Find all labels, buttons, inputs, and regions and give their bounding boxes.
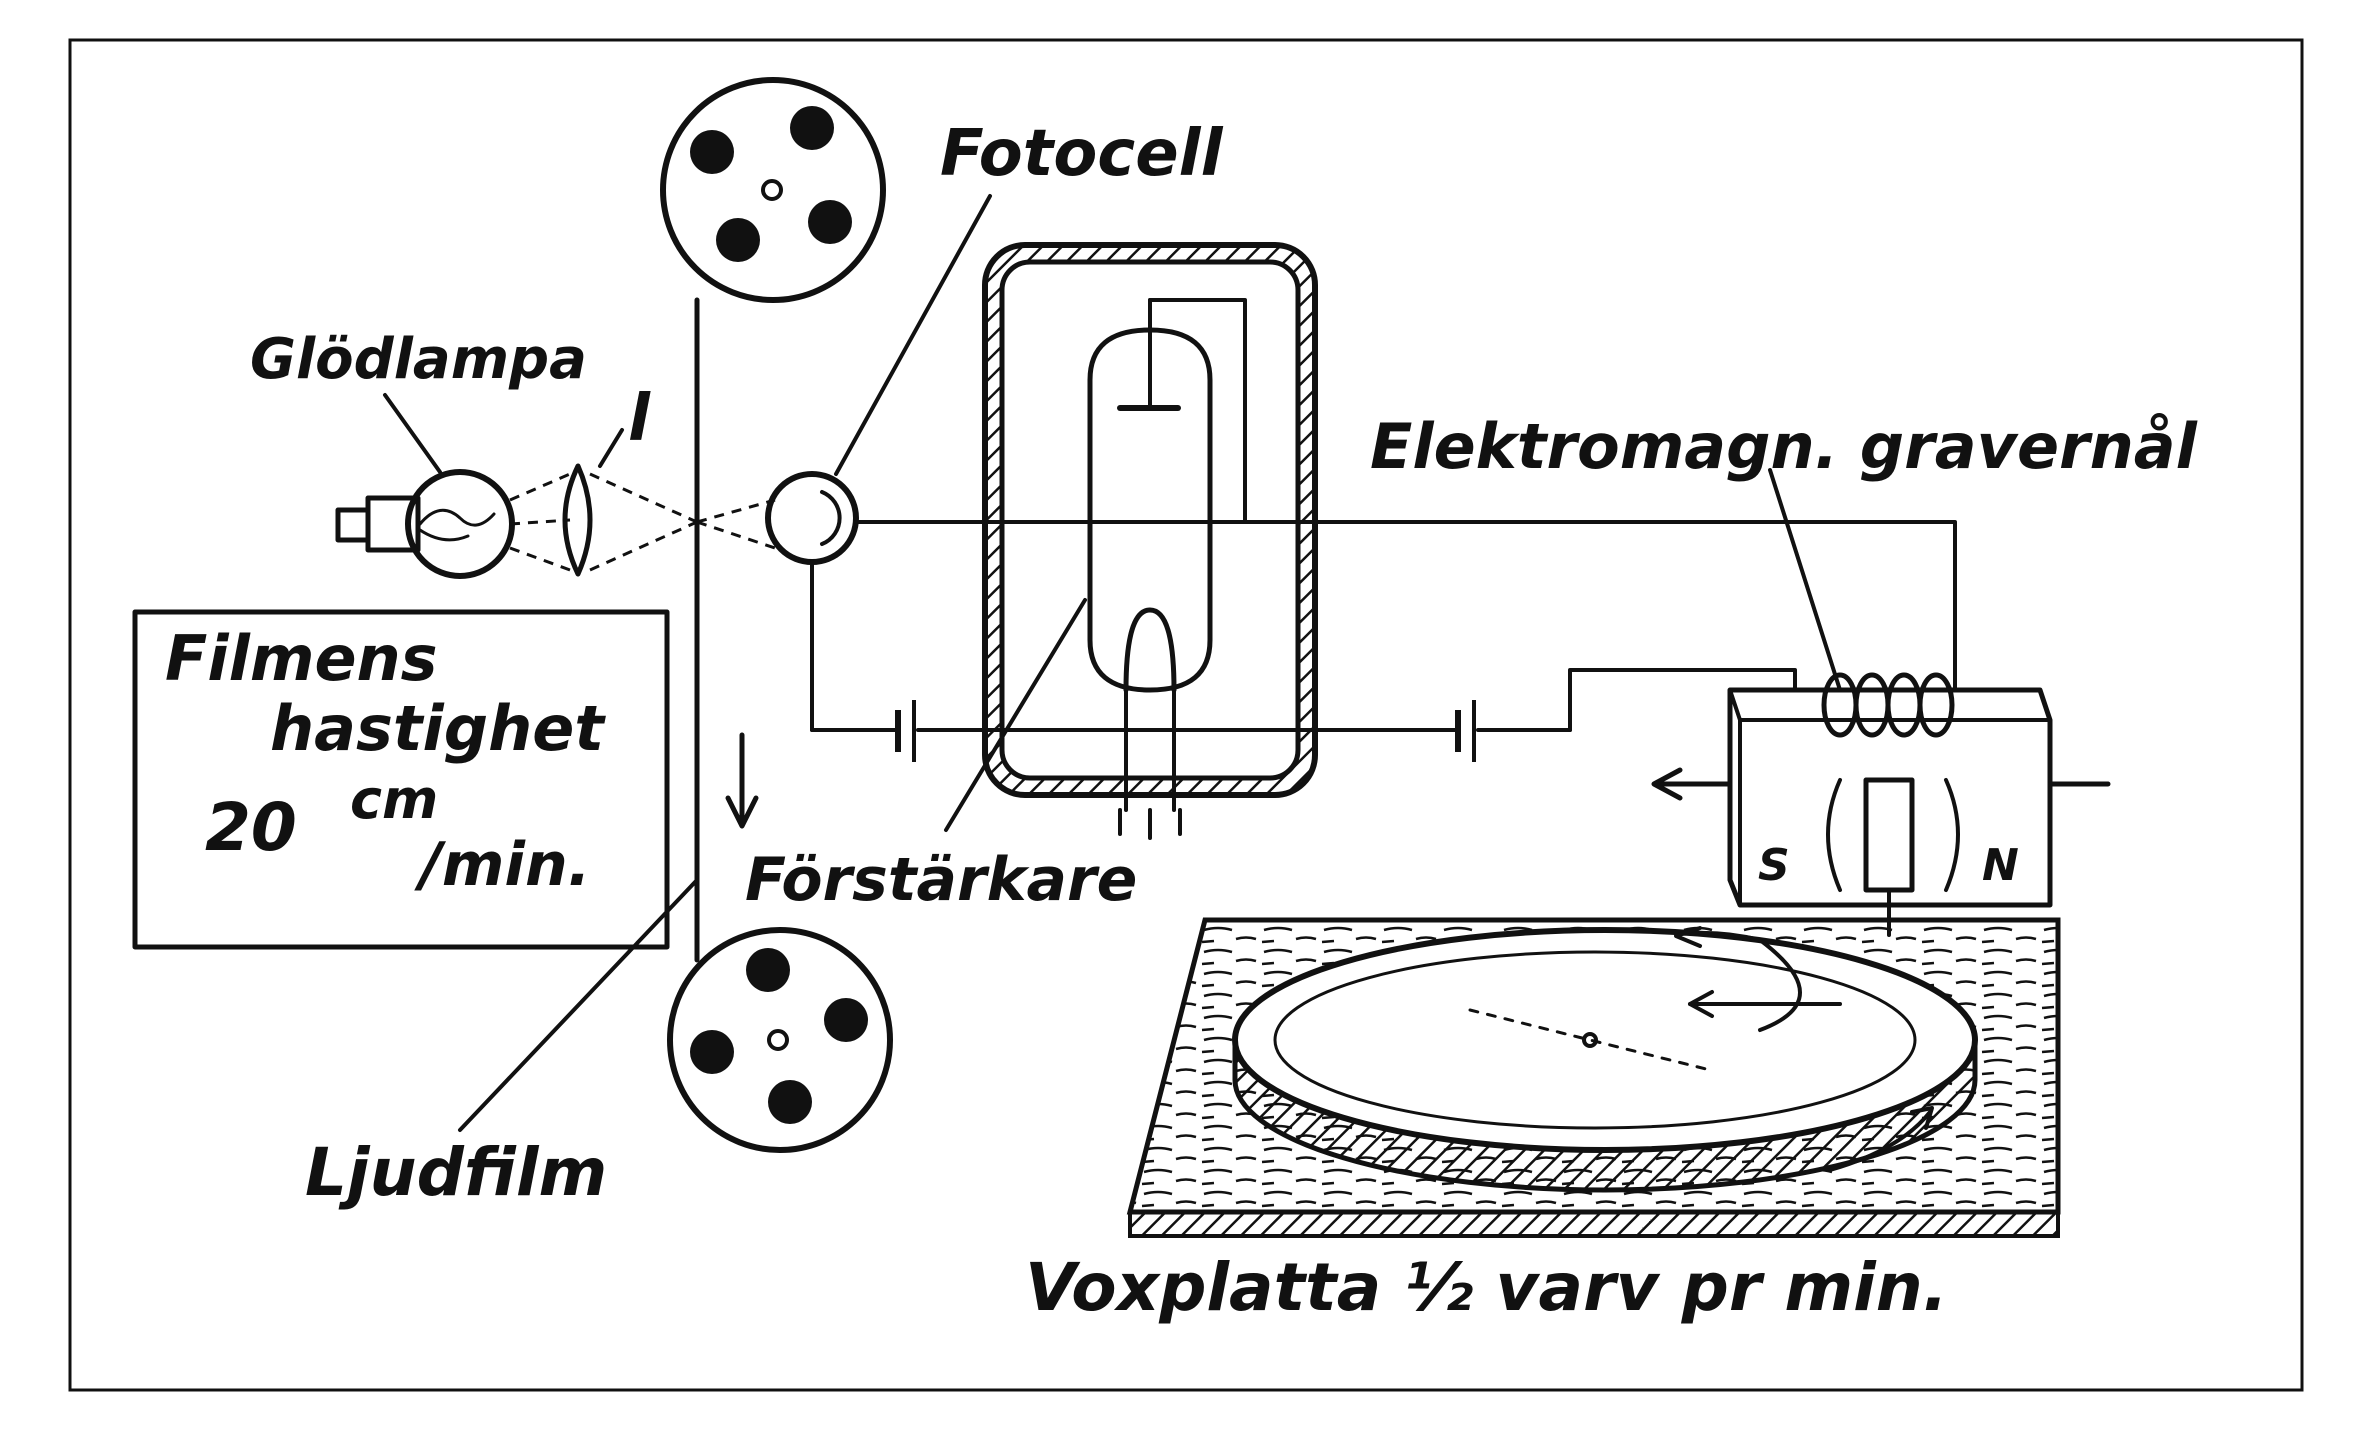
film-speed-box [132,609,670,950]
film-direction-arrow [725,732,759,829]
label-pole-n: N [1982,840,2019,891]
label-filmens: Filmens [165,622,438,695]
battery-left [895,700,916,762]
light-beam [509,472,776,572]
vacuum-tube [1087,298,1247,840]
electromagnet [1651,468,2111,937]
wax-disc [1232,926,1978,1193]
label-forstarkare: Förstärkare [745,845,1137,915]
label-glodlampa: Glödlampa [250,327,587,392]
upper-film-reel [660,77,886,303]
label-speed-unit-top: cm [350,768,438,831]
label-elektromagn-gravernal: Elektromagn. gravernål [1370,410,2198,483]
leader-lines [383,393,699,1132]
label-hastighet: hastighet [270,692,606,765]
label-lens-letter: l [628,382,651,456]
circuit-wiring [810,520,1957,832]
label-voxplatta: Voxplatta ½ varv pr min. [1025,1249,1948,1326]
lower-film-reel [667,927,893,1153]
label-pole-s: S [1758,840,1790,891]
label-speed-unit-bottom: /min. [414,830,591,900]
battery-right [1455,700,1476,762]
lens [562,428,624,577]
label-ljudfilm: Ljudfilm [305,1134,607,1211]
label-speed-value: 20 [205,789,297,866]
label-fotocell: Fotocell [940,117,1224,191]
